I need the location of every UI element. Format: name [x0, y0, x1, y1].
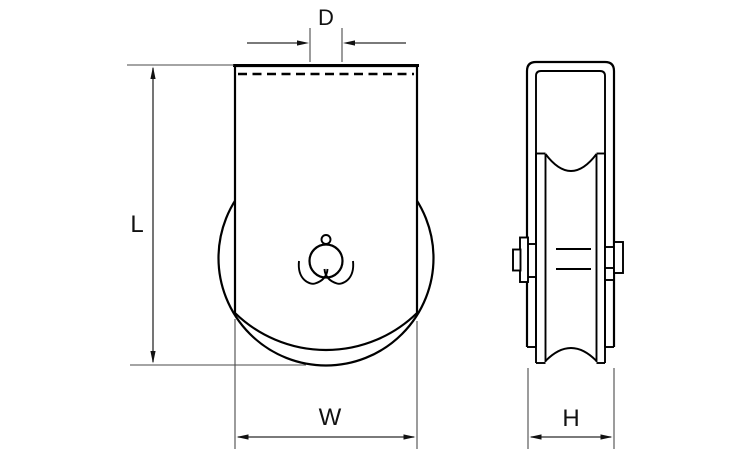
front-view: [217, 64, 435, 367]
bolt-head-rect: [512, 248, 522, 272]
strap-inner-outline: [535, 70, 606, 347]
strap-outer-outline: [525, 60, 616, 347]
strap-body: [233, 64, 419, 352]
dimension-L: L: [127, 64, 306, 366]
d-dimension-label: D: [318, 5, 334, 30]
axle-bolt-head: [512, 236, 537, 283]
d-arrowhead-left: [297, 40, 309, 46]
nut-rect: [613, 241, 624, 274]
cotter-pin-right-hook: [323, 260, 355, 285]
w-dimension-label: W: [319, 404, 342, 431]
dimension-W: W: [234, 319, 418, 449]
w-arrowhead-left: [236, 434, 249, 440]
axle-hub: [297, 234, 355, 285]
l-arrowhead-top: [150, 66, 156, 79]
l-arrowhead-bottom: [150, 351, 156, 364]
dimension-D: D: [247, 5, 406, 62]
axle-hub-circle: [308, 243, 344, 279]
side-view: [512, 60, 624, 364]
l-dimension-label: L: [130, 211, 143, 238]
h-dimension-label: H: [562, 405, 579, 432]
w-arrowhead-right: [403, 434, 416, 440]
groove-bottom-arc: [544, 347, 598, 362]
h-arrowhead-left: [529, 434, 542, 440]
dimension-H: H: [527, 368, 615, 449]
groove-top-arc: [544, 153, 598, 172]
axle-nut: [604, 241, 624, 281]
h-arrowhead-right: [600, 434, 613, 440]
nut-spacer-rect: [604, 246, 615, 281]
sheave-side-profile: [535, 152, 606, 364]
d-arrowhead-right: [343, 40, 355, 46]
